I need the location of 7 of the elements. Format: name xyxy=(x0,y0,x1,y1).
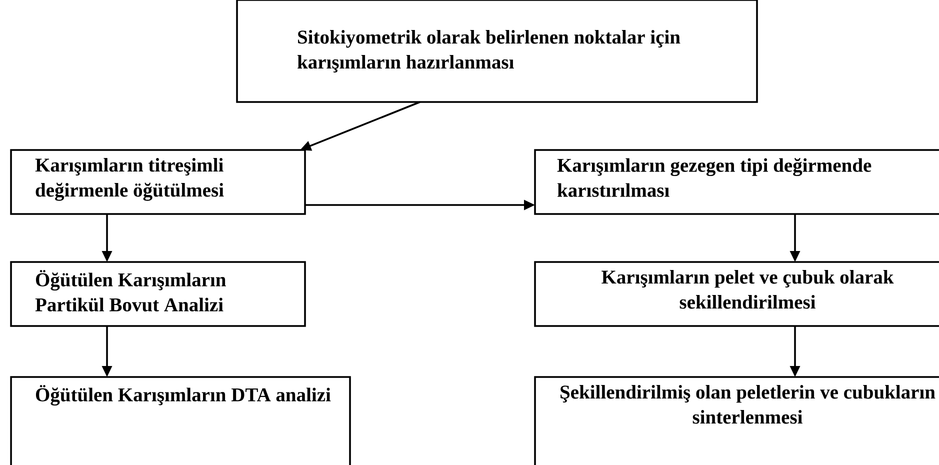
process-box: Karışımların gezegen tipi değirmende karıstırılması xyxy=(534,149,939,215)
process-box: Karışımların pelet ve çubuk olarak sekillendirilmesi xyxy=(534,261,939,327)
process-box: Öğütülen Karışımların DTA analizi xyxy=(10,376,351,465)
process-box: Sitokiyometrik olarak belirlenen noktalar için karışımların hazırlanması xyxy=(236,0,758,103)
process-box: Öğütülen Karışımların Partikül Bovut Analizi xyxy=(10,261,306,327)
process-box: Karışımların titreşimli değirmenle öğütülmesi xyxy=(10,149,306,215)
process-box: Şekillendirilmiş olan peletlerin ve cubukların sinterlenmesi xyxy=(534,376,939,465)
